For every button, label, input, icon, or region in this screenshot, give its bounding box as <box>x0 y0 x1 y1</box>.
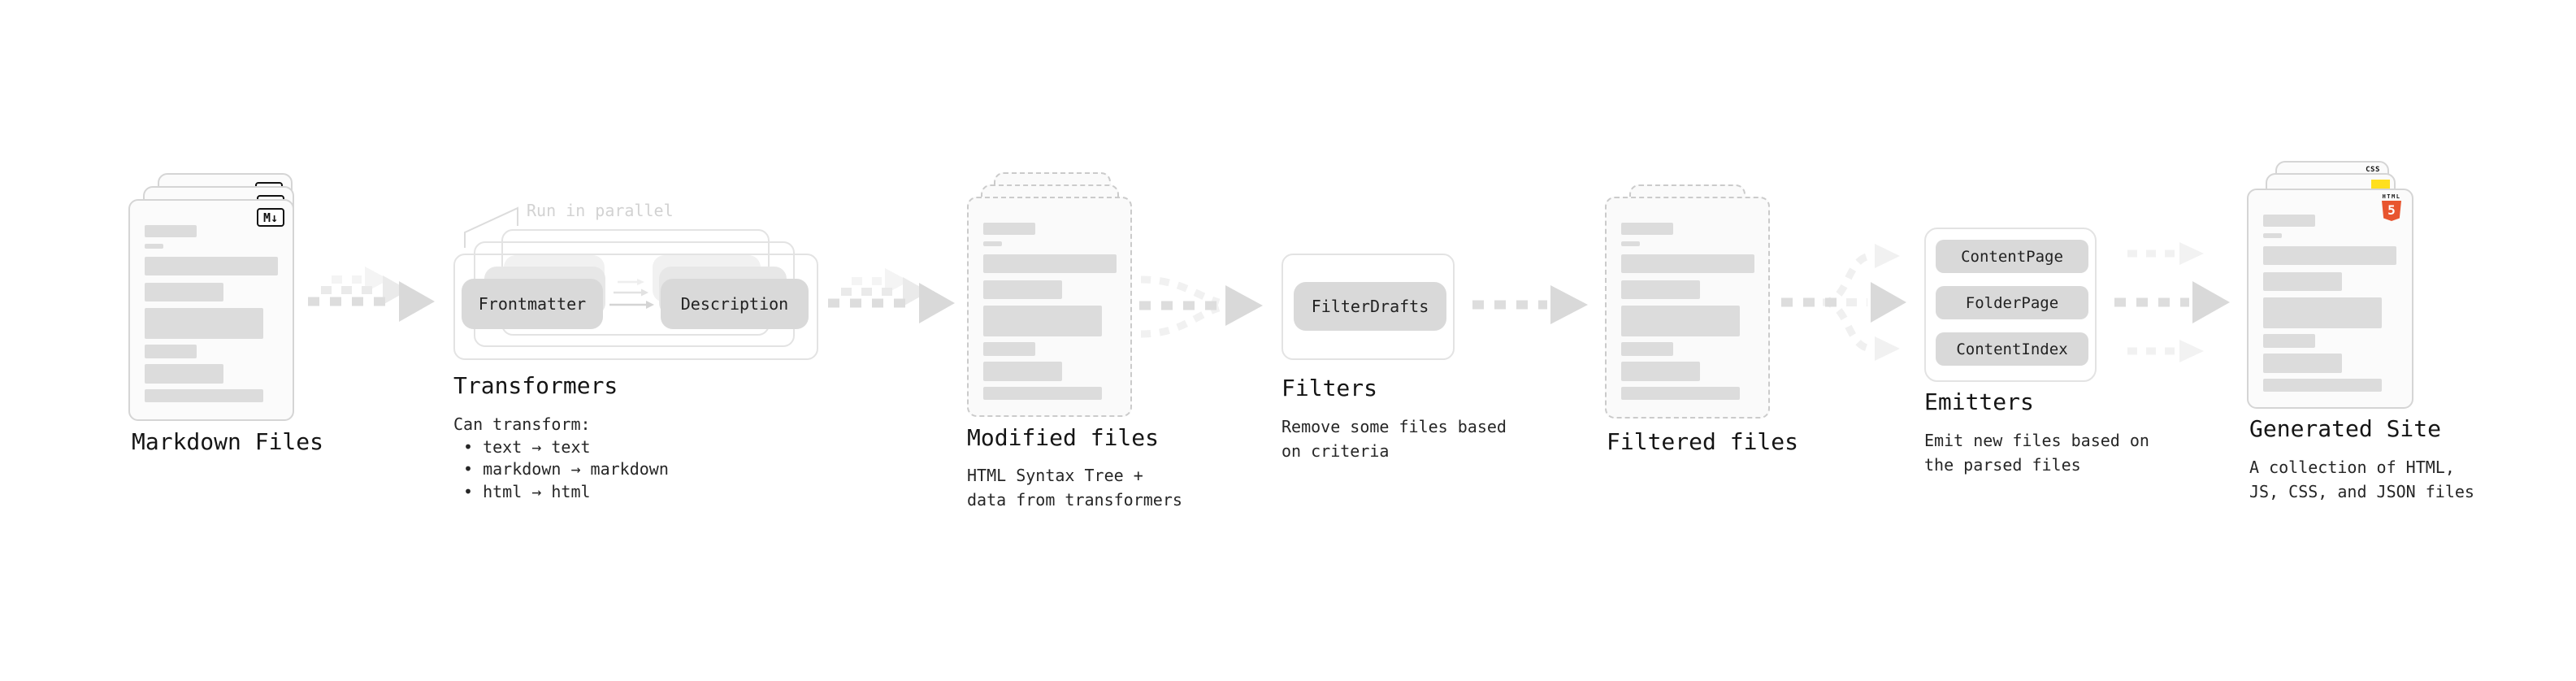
markdown-files-stack: M↓ M↓ M↓ <box>128 173 296 425</box>
text-bar <box>2263 334 2315 348</box>
text-bar <box>1621 306 1740 336</box>
text-bar <box>145 364 223 384</box>
text-bar <box>983 241 1002 246</box>
contentpage-node: ContentPage <box>1936 240 2088 273</box>
emitters-label: Emitters <box>1924 388 2034 415</box>
transformer-container-front <box>453 254 818 360</box>
text-bar <box>1621 387 1740 400</box>
generated-site-stack: CSS HTML 5 <box>2247 161 2414 413</box>
html5-icon-word: HTML <box>2382 193 2401 200</box>
text-bar <box>1621 280 1700 299</box>
filters-container: FilterDrafts <box>1281 254 1455 360</box>
file-content-placeholder <box>2263 215 2396 392</box>
flow-arrow-markdown-to-transformers-icon <box>308 267 435 322</box>
file-content-placeholder <box>145 225 278 402</box>
transformers-label: Transformers <box>453 372 618 399</box>
text-bar <box>145 308 263 339</box>
flow-arrow-transformers-to-modified-icon <box>828 268 955 323</box>
text-bar <box>145 345 197 358</box>
generated-site-note: A collection of HTML, JS, CSS, and JSON … <box>2249 458 2474 501</box>
text-bar <box>1621 223 1673 235</box>
markdown-icon-glyph: M↓ <box>262 210 279 225</box>
flow-arrows-emitters-to-site-icon <box>2114 242 2230 362</box>
text-bar <box>145 257 278 275</box>
markdown-icon: M↓ <box>257 208 284 227</box>
description-node: Description <box>661 279 809 329</box>
run-in-parallel-annotation: Run in parallel <box>527 201 674 220</box>
text-bar <box>1621 342 1673 356</box>
text-bar <box>145 389 263 402</box>
text-bar <box>983 362 1062 381</box>
html5-icon-digit: 5 <box>2387 202 2396 218</box>
emitters-container: ContentPage FolderPage ContentIndex <box>1924 228 2097 382</box>
text-bar <box>145 283 223 301</box>
filtered-files-label: Filtered files <box>1607 428 1799 455</box>
text-bar <box>983 280 1062 299</box>
text-bar <box>2263 272 2342 291</box>
text-bar <box>1621 254 1754 273</box>
text-bar <box>983 387 1102 400</box>
text-bar <box>2263 246 2396 265</box>
text-bar <box>145 244 163 249</box>
generated-site-label: Generated Site <box>2249 415 2442 442</box>
js-icon <box>2371 180 2390 189</box>
text-bar <box>983 254 1117 273</box>
text-bar <box>2263 297 2382 328</box>
markdown-file-card-front: M↓ <box>128 199 294 421</box>
file-content-placeholder <box>983 223 1117 400</box>
transformers-note: Can transform: • text → text • markdown … <box>453 414 669 503</box>
filterdrafts-node: FilterDrafts <box>1294 282 1446 331</box>
modified-file-card-front <box>967 197 1132 417</box>
text-bar <box>983 342 1035 356</box>
annotation-leader-line-icon <box>464 206 518 248</box>
folderpage-node: FolderPage <box>1936 286 2088 319</box>
text-bar <box>145 225 197 237</box>
transformers-bullet: • markdown → markdown <box>463 459 669 479</box>
flow-arrow-split-icon <box>1781 244 1906 361</box>
flow-arrow-merge-icon <box>1139 275 1263 338</box>
text-bar <box>2263 354 2342 373</box>
text-bar <box>2263 379 2382 392</box>
transformers-note-title: Can transform: <box>453 414 591 434</box>
filtered-files-stack <box>1605 184 1772 424</box>
html5-icon-shield: 5 <box>2382 201 2401 221</box>
emitters-note: Emit new files based on the parsed files <box>1924 431 2149 475</box>
contentindex-node: ContentIndex <box>1936 332 2088 366</box>
text-bar <box>1621 241 1640 246</box>
filtered-file-card-front <box>1605 197 1770 419</box>
modified-files-note: HTML Syntax Tree + data from transformer… <box>967 466 1182 510</box>
text-bar <box>2263 233 2282 238</box>
modified-files-label: Modified files <box>967 424 1160 451</box>
parallel-arrows-icon <box>609 279 654 309</box>
html-file-card: HTML 5 <box>2247 189 2413 409</box>
file-content-placeholder <box>1621 223 1754 400</box>
frontmatter-node: Frontmatter <box>462 279 603 329</box>
filters-label: Filters <box>1281 375 1378 401</box>
css-icon-label: CSS <box>2366 166 2380 174</box>
transformers-bullet: • text → text <box>463 436 591 457</box>
markdown-files-label: Markdown Files <box>132 428 324 455</box>
modified-files-stack <box>967 172 1134 424</box>
text-bar <box>2263 215 2315 227</box>
html5-icon: HTML 5 <box>2381 193 2402 221</box>
text-bar <box>1621 362 1700 381</box>
text-bar <box>983 306 1102 336</box>
text-bar <box>983 223 1035 235</box>
transformers-bullet: • html → html <box>463 481 591 501</box>
filters-note: Remove some files based on criteria <box>1281 417 1507 461</box>
flow-arrow-filters-to-filtered-icon <box>1472 285 1588 324</box>
